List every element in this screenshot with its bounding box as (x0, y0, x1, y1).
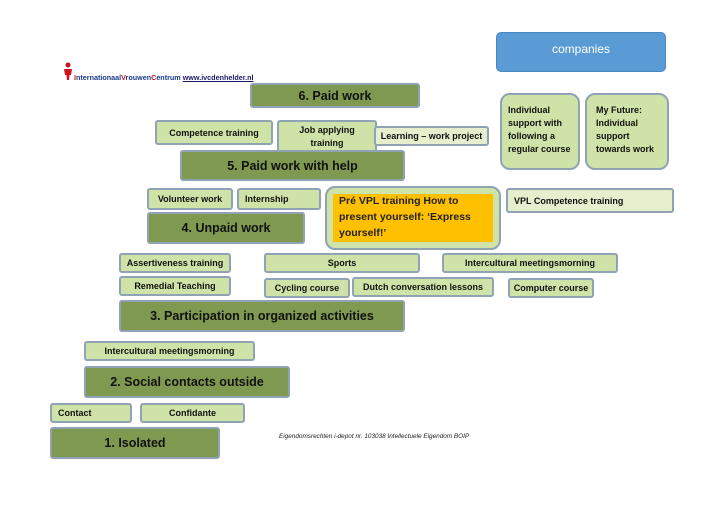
job-applying-training-box: Job applying training (277, 120, 377, 153)
computer-course-box: Computer course (508, 278, 594, 298)
level-1-isolated: 1. Isolated (50, 427, 220, 459)
cycling-course-box: Cycling course (264, 278, 350, 298)
pre-vpl-training-box: Pré VPL training How to present yourself… (325, 186, 501, 250)
competence-training-box: Competence training (155, 120, 273, 145)
assertiveness-training-box: Assertiveness training (119, 253, 231, 273)
level-2-social-contacts-outside: 2. Social contacts outside (84, 366, 290, 398)
logo-url-link[interactable]: www.ivcdenhelder.nl (182, 73, 254, 82)
confidante-box: Confidante (140, 403, 245, 423)
woman-logo-icon (64, 62, 72, 80)
volunteer-work-box: Volunteer work (147, 188, 233, 210)
internship-box: Internship (237, 188, 321, 210)
remedial-teaching-box: Remedial Teaching (119, 276, 231, 296)
vpl-competence-training-box: VPL Competence training (506, 188, 674, 213)
intercultural-meetingsmorning-box-1: Intercultural meetingsmorning (442, 253, 618, 273)
level-4-unpaid-work: 4. Unpaid work (147, 212, 305, 244)
companies-box: companies (496, 32, 666, 72)
sports-box: Sports (264, 253, 420, 273)
individual-support-box: Individual support with following a regu… (500, 93, 580, 170)
my-future-box: My Future: Individual support towards wo… (585, 93, 669, 170)
learning-work-project-box: Learning – work project (374, 126, 489, 146)
dutch-conversation-lessons-box: Dutch conversation lessons (352, 277, 494, 297)
level-5-paid-work-with-help: 5. Paid work with help (180, 150, 405, 181)
level-6-paid-work: 6. Paid work (250, 83, 420, 108)
logo-text: InternationaalVrouwenCentrum www.ivcdenh… (74, 73, 254, 82)
companies-label: companies (551, 42, 611, 56)
contact-box: Contact (50, 403, 132, 423)
level-3-participation-organized-activities: 3. Participation in organized activities (119, 300, 405, 332)
pre-vpl-training-highlight: Pré VPL training How to present yourself… (333, 194, 493, 242)
copyright-text: Eigendomsrechten i-depot nr. 103038 Inte… (279, 433, 470, 440)
intercultural-meetingsmorning-box-2: Intercultural meetingsmorning (84, 341, 255, 361)
